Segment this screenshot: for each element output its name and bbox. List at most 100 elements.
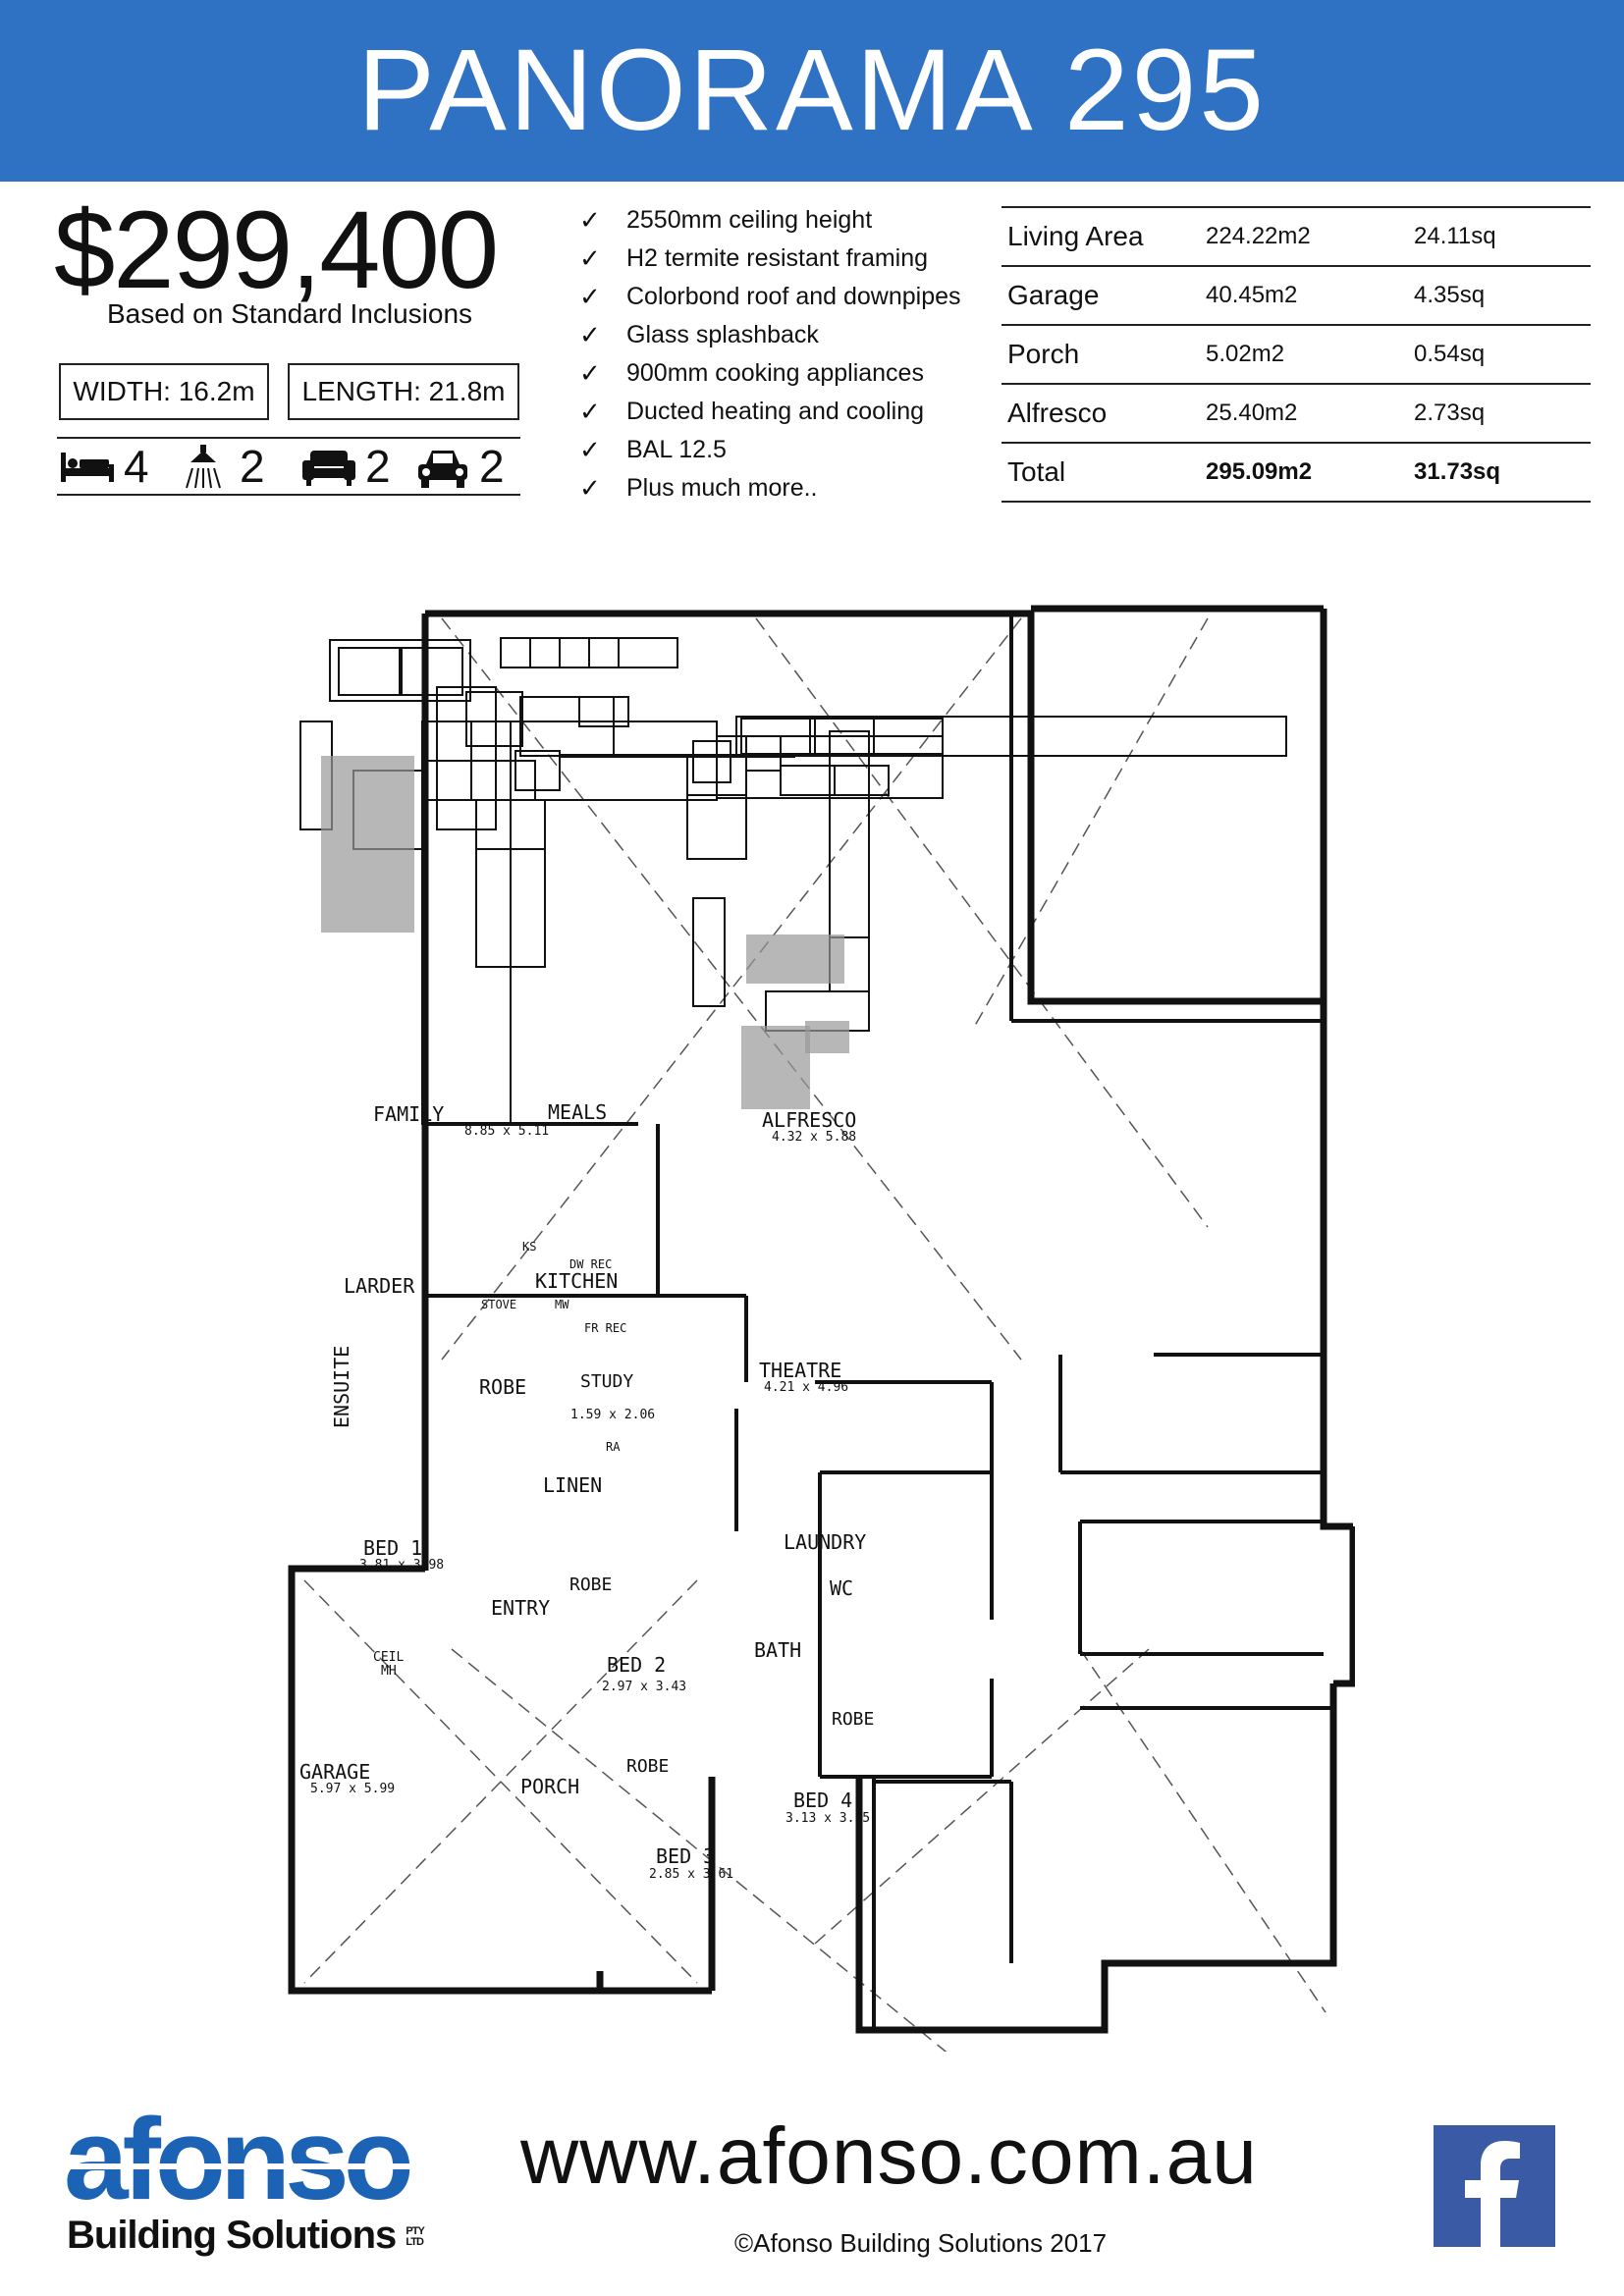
check-icon: ✓: [579, 320, 601, 349]
shower-icon: [186, 445, 221, 489]
label-garage: GARAGE: [299, 1760, 370, 1784]
label-robe-main: ROBE: [479, 1375, 526, 1399]
check-icon: ✓: [579, 205, 601, 235]
label-laundry: LAUNDRY: [784, 1530, 866, 1554]
feature-item: ✓ Glass splashback: [579, 316, 992, 354]
check-icon: ✓: [579, 435, 601, 464]
price-subtitle: Based on Standard Inclusions: [106, 298, 473, 329]
label-bed4: BED 4: [793, 1789, 852, 1812]
label-bed3: BED 3: [656, 1844, 715, 1868]
label-fr-rec: FR REC: [584, 1321, 626, 1335]
logo-subtitle: Building Solutions PTY LTD: [67, 2214, 427, 2258]
label-family: FAMILY: [373, 1102, 444, 1126]
label-robe-bed3: ROBE: [626, 1756, 669, 1777]
table-row: Living Area 224.22m2 24.11sq: [1001, 206, 1591, 266]
area-m2: 5.02m2: [1200, 324, 1408, 384]
width-box: WIDTH: 16.2m: [59, 363, 269, 420]
afonso-logo: afonso: [64, 2101, 466, 2214]
label-bed2-dim: 2.97 x 3.43: [602, 1680, 686, 1694]
label-bed1: BED 1: [363, 1536, 422, 1560]
label-alfresco: ALFRESCO: [762, 1108, 856, 1132]
check-icon: ✓: [579, 243, 601, 273]
area-sq: 31.73sq: [1408, 442, 1591, 503]
label-study: STUDY: [580, 1371, 633, 1392]
table-row: Garage 40.45m2 4.35sq: [1001, 265, 1591, 325]
amenity-garage: 2: [412, 439, 505, 494]
garage-count: 2: [479, 441, 505, 492]
area-name: Porch: [1001, 324, 1200, 384]
feature-item: ✓Colorbond roof and downpipes: [579, 278, 992, 316]
check-icon: ✓: [579, 358, 601, 388]
label-porch: PORCH: [520, 1775, 579, 1798]
feature-text: 900mm cooking appliances: [626, 359, 924, 387]
area-m2: 40.45m2: [1200, 265, 1408, 325]
label-theatre-dim: 4.21 x 4.96: [764, 1380, 848, 1395]
table-row: Alfresco 25.40m2 2.73sq: [1001, 383, 1591, 443]
title-banner: PANORAMA 295: [0, 0, 1624, 182]
feature-text: Glass splashback: [626, 321, 819, 348]
label-ks: KS: [522, 1240, 536, 1254]
label-mw: MW: [555, 1298, 569, 1311]
bedroom-count: 4: [124, 441, 149, 492]
label-bed2: BED 2: [607, 1653, 666, 1677]
label-larder: LARDER: [344, 1274, 415, 1298]
label-garage-dim: 5.97 x 5.99: [310, 1782, 395, 1796]
table-row: Porch 5.02m2 0.54sq: [1001, 324, 1591, 384]
width-value: WIDTH: 16.2m: [73, 376, 255, 406]
label-robe-bed2: ROBE: [569, 1575, 612, 1595]
facebook-link[interactable]: [1434, 2125, 1555, 2247]
label-dw-rec: DW REC: [569, 1257, 612, 1271]
check-icon: ✓: [579, 282, 601, 311]
area-sq: 4.35sq: [1408, 265, 1591, 325]
feature-item: ✓ 900mm cooking appliances: [579, 354, 992, 393]
label-kitchen: KITCHEN: [535, 1269, 618, 1293]
label-bed1-dim: 3.81 x 3.98: [359, 1558, 444, 1573]
room-labels: FAMILY 8.85 x 5.11 MEALS ALFRESCO 4.32 x…: [299, 1100, 874, 1882]
feature-item: ✓ BAL 12.5: [579, 431, 992, 469]
feature-text: Ducted heating and cooling: [626, 398, 925, 425]
amenity-bathrooms: 2: [173, 439, 265, 494]
features-list: ✓2550mm ceiling height ✓ H2 termite resis…: [579, 201, 992, 507]
label-study-dim: 1.59 x 2.06: [570, 1408, 655, 1422]
logo-pty: PTY LTD: [406, 2225, 424, 2249]
label-mh: MH: [381, 1664, 397, 1679]
inner-walls: [425, 614, 1333, 2030]
website-link[interactable]: www.afonso.com.au: [520, 2111, 1258, 2201]
area-m2: 295.09m2: [1200, 442, 1408, 503]
label-stove: STOVE: [481, 1298, 516, 1311]
area-name: Garage: [1001, 265, 1200, 325]
living-count: 2: [365, 441, 391, 492]
area-sq: 2.73sq: [1408, 383, 1591, 443]
copyright: ©Afonso Building Solutions 2017: [734, 2228, 1108, 2258]
feature-item: ✓2550mm ceiling height: [579, 201, 992, 240]
area-sq: 24.11sq: [1408, 206, 1591, 266]
feature-item: ✓Ducted heating and cooling: [579, 393, 992, 431]
feature-item: ✓Plus much more..: [579, 469, 992, 507]
feature-text: H2 termite resistant framing: [626, 244, 929, 272]
feature-text: Plus much more..: [626, 474, 818, 502]
label-ra: RA: [606, 1440, 621, 1454]
bed-icon: [61, 453, 114, 482]
label-alfresco-dim: 4.32 x 5.88: [772, 1130, 856, 1145]
diagonal-lines: [303, 617, 1326, 2052]
feature-text: BAL 12.5: [626, 436, 727, 463]
area-name: Alfresco: [1001, 383, 1200, 443]
table-row-total: Total 295.09m2 31.73sq: [1001, 442, 1591, 503]
label-bath: BATH: [754, 1638, 801, 1662]
feature-item: ✓ H2 termite resistant framing: [579, 240, 992, 278]
area-m2: 25.40m2: [1200, 383, 1408, 443]
price: $299,400: [54, 188, 499, 311]
label-wc: WC: [830, 1576, 853, 1600]
wet-areas: [321, 756, 849, 1109]
label-ceil: CEIL: [373, 1650, 404, 1665]
amenity-living: 2: [298, 439, 391, 494]
facebook-icon: [1465, 2141, 1520, 2247]
car-icon: [418, 451, 467, 488]
label-robe-bath: ROBE: [832, 1709, 874, 1730]
label-linen: LINEN: [543, 1473, 602, 1497]
label-family-dim: 8.85 x 5.11: [464, 1124, 549, 1139]
area-name: Total: [1001, 442, 1200, 503]
area-sq: 0.54sq: [1408, 324, 1591, 384]
sofa-icon: [302, 451, 355, 486]
bathroom-count: 2: [240, 441, 265, 492]
